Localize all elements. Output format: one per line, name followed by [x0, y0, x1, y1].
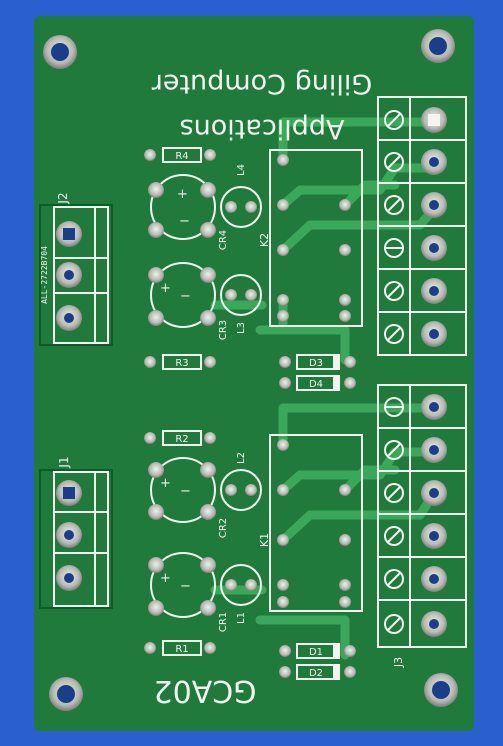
resistor-r4	[144, 147, 216, 163]
diode-d1-label: D1	[309, 647, 323, 658]
diode-d3-label: D3	[309, 358, 323, 369]
resistor-r2-label: R2	[175, 434, 188, 445]
inductor-l2-label: L2	[236, 452, 247, 464]
diode-d3	[279, 354, 356, 370]
capacitor-cr2-label: CR2	[218, 518, 229, 538]
capacitor-cr1: + −	[148, 552, 216, 618]
relay-k2	[269, 149, 363, 327]
resistor-r1	[144, 640, 216, 656]
diode-d2-label: D2	[309, 668, 323, 679]
resistor-r3	[144, 354, 216, 370]
resistor-r3-label: R3	[175, 358, 188, 369]
terminal-block-top	[377, 96, 467, 356]
board-model-label: GCA02	[154, 673, 257, 708]
inductor-l1-label: L1	[236, 612, 247, 624]
relay-k1-label: K1	[258, 533, 271, 547]
diode-d4	[279, 375, 356, 391]
diode-d2	[279, 664, 356, 680]
capacitor-cr3-label: CR3	[218, 320, 229, 340]
board-title-line1: Applications	[180, 113, 345, 144]
part-code-label: ALL-2722B704	[40, 246, 49, 304]
diode-d4-label: D4	[309, 379, 323, 390]
terminal-block-j3	[377, 384, 467, 648]
connector-j1	[39, 469, 113, 609]
relay-k2-label: K2	[258, 233, 271, 247]
connector-j2-label: J2	[56, 192, 70, 204]
capacitor-cr3: + −	[148, 262, 216, 328]
pcb-substrate	[34, 16, 474, 731]
diode-d1	[279, 643, 356, 659]
connector-j3-label: J3	[392, 657, 405, 668]
svg-text:−: −	[180, 484, 191, 499]
capacitor-cr1-label: CR1	[218, 612, 229, 632]
svg-text:−: −	[180, 579, 191, 594]
inductor-l1	[220, 564, 262, 606]
mounting-holes	[43, 29, 458, 711]
svg-text:−: −	[180, 289, 191, 304]
svg-text:+: +	[177, 187, 188, 202]
capacitor-cr2: + −	[148, 457, 216, 523]
resistor-r4-label: R4	[175, 151, 188, 162]
inductor-l4	[220, 186, 262, 228]
capacitor-cr4-label: CR4	[218, 230, 229, 250]
board-title-line2: Giling Computer	[151, 68, 372, 99]
svg-text:+: +	[160, 571, 171, 586]
svg-text:+: +	[160, 281, 171, 296]
connector-j2	[39, 204, 113, 346]
relay-k1	[269, 434, 363, 612]
inductor-l3	[220, 274, 262, 316]
inductor-l2	[220, 469, 262, 511]
connector-j1-label: J1	[57, 456, 71, 468]
resistor-r2	[144, 430, 216, 446]
svg-text:+: +	[160, 476, 171, 491]
resistor-r1-label: R1	[175, 644, 188, 655]
capacitor-cr4: + −	[148, 174, 216, 240]
inductor-l3-label: L3	[236, 322, 247, 334]
svg-text:−: −	[179, 214, 190, 229]
inductor-l4-label: L4	[236, 164, 247, 176]
